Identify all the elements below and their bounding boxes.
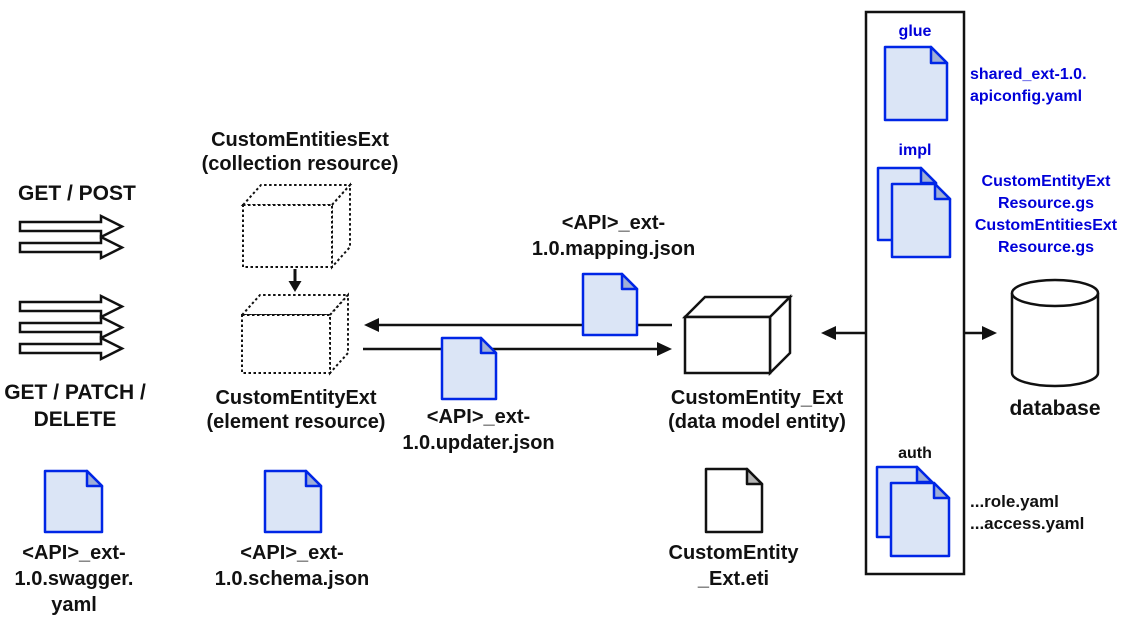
bundle-section-auth-label: auth xyxy=(898,445,932,462)
data-model-entity-cube-icon xyxy=(681,293,794,377)
data-model-entity-label: CustomEntity_Ext (data model entity) xyxy=(647,386,867,434)
mapping-file-label: <API>_ext- 1.0.mapping.json xyxy=(521,210,706,262)
impl-files-line4: Resource.gs xyxy=(997,239,1095,256)
auth-files-label: ...role.yaml ...access.yaml xyxy=(970,491,1136,535)
schema-file-label: <API>_ext- 1.0.schema.json xyxy=(214,540,370,592)
get-patch-delete-block-arrows-icon xyxy=(18,293,125,362)
bundle-section-impl-label: impl xyxy=(898,142,932,159)
auth-files-line2: ...access.yaml xyxy=(970,514,1085,533)
database-icon xyxy=(1010,278,1100,388)
swagger-file-label: <API>_ext- 1.0.swagger. yaml xyxy=(0,540,148,618)
eti-document-icon xyxy=(704,467,764,534)
collection-methods-label: GET / POST xyxy=(18,182,136,205)
impl-files-line1: CustomEntityExt xyxy=(981,173,1111,190)
element-methods-label: GET / PATCH / DELETE xyxy=(0,379,150,433)
collection-resource-kind: (collection resource) xyxy=(201,153,399,175)
schema-file-line2: 1.0.schema.json xyxy=(214,568,370,590)
impl-stacked-documents-icon xyxy=(876,166,952,259)
bundle-to-database-arrow xyxy=(964,326,997,340)
impl-files-label: CustomEntityExt Resource.gs CustomEntiti… xyxy=(960,171,1132,259)
auth-files-line1: ...role.yaml xyxy=(970,492,1059,511)
element-resource-kind: (element resource) xyxy=(206,411,386,433)
data-model-entity-kind: (data model entity) xyxy=(668,411,846,433)
swagger-file-line3: yaml xyxy=(51,594,97,616)
updater-file-label: <API>_ext- 1.0.updater.json xyxy=(391,404,566,456)
get-post-block-arrows-icon xyxy=(18,213,125,261)
swagger-document-icon xyxy=(43,469,104,534)
glue-document-icon xyxy=(883,45,949,122)
element-resource-cube-icon xyxy=(239,292,351,376)
collection-resource-name: CustomEntitiesExt xyxy=(211,129,389,151)
glue-files-line1: shared_ext-1.0. xyxy=(970,66,1087,83)
mapping-file-line1: <API>_ext- xyxy=(561,212,666,234)
mapping-document-icon xyxy=(581,272,639,337)
schema-file-line1: <API>_ext- xyxy=(240,542,344,564)
eti-file-line2: _Ext.eti xyxy=(697,568,770,590)
collection-to-element-arrow xyxy=(288,269,302,292)
data-model-entity-name: CustomEntity_Ext xyxy=(670,387,844,409)
glue-files-line2: apiconfig.yaml xyxy=(970,88,1083,105)
eti-file-label: CustomEntity _Ext.eti xyxy=(656,540,811,592)
swagger-file-line1: <API>_ext- xyxy=(22,542,126,564)
schema-document-icon xyxy=(263,469,323,534)
eti-file-line1: CustomEntity xyxy=(668,542,799,564)
element-to-entity-arrow xyxy=(363,342,672,356)
collection-resource-cube-icon xyxy=(240,182,353,270)
mapping-file-line2: 1.0.mapping.json xyxy=(531,238,696,260)
updater-file-line1: <API>_ext- xyxy=(426,406,531,428)
bundle-section-glue-label: glue xyxy=(898,23,932,40)
element-methods-line1: GET / PATCH / xyxy=(4,381,146,404)
element-methods-line2: DELETE xyxy=(33,408,117,431)
updater-document-icon xyxy=(440,336,498,401)
bundle-to-entity-arrow xyxy=(821,326,866,340)
impl-files-line2: Resource.gs xyxy=(997,195,1095,212)
database-label: database xyxy=(1009,397,1101,420)
auth-stacked-documents-icon xyxy=(875,465,951,558)
element-resource-label: CustomEntityExt (element resource) xyxy=(186,386,406,434)
impl-files-line3: CustomEntitiesExt xyxy=(974,217,1118,234)
bundle-box xyxy=(864,10,966,576)
element-resource-name: CustomEntityExt xyxy=(215,387,377,409)
swagger-file-line2: 1.0.swagger. xyxy=(14,568,134,590)
updater-file-line2: 1.0.updater.json xyxy=(402,432,555,454)
glue-files-label: shared_ext-1.0. apiconfig.yaml xyxy=(970,64,1136,108)
collection-resource-label: CustomEntitiesExt (collection resource) xyxy=(190,128,410,176)
